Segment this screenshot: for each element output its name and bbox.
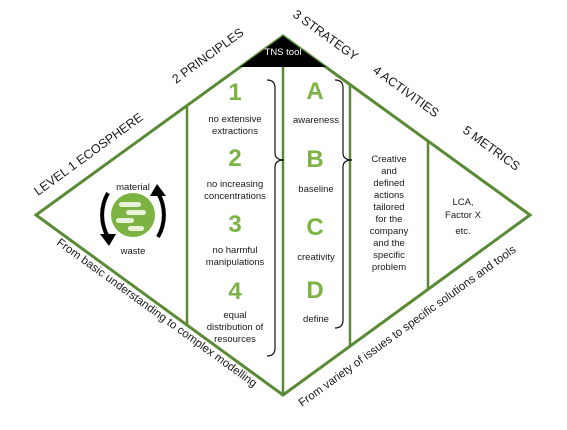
activities-text: company (370, 226, 409, 237)
strategy-label: creativity (297, 252, 335, 263)
metrics-text: etc. (455, 226, 470, 237)
activities-text: for the (376, 214, 403, 225)
strategy-bracket (334, 79, 353, 329)
principle-text: no increasing (207, 179, 264, 190)
cycle-arrow-left-head (100, 234, 116, 246)
principle-text: equal (223, 310, 246, 321)
ecosphere-material: material (116, 182, 150, 193)
level-5-heading: 5 METRICS (460, 123, 522, 174)
principle-text: distribution of (207, 322, 264, 333)
activities-text: actions (374, 190, 404, 201)
strategy-label: baseline (298, 184, 333, 195)
level-2-heading: 2 PRINCIPLES (170, 25, 247, 86)
metrics-text: Factor X (445, 210, 482, 221)
principle-text: extractions (212, 126, 258, 137)
principle-number: 3 (228, 211, 241, 238)
strategy-label: define (303, 314, 329, 325)
principle-number: 4 (228, 278, 242, 305)
activities-text: problem (372, 262, 406, 273)
principle-text: manipulations (206, 257, 265, 268)
bottom-right-caption: From variety of issues to specific solut… (297, 244, 519, 410)
planet-land (116, 202, 146, 231)
principle-number: 2 (228, 145, 241, 172)
principle-text: resources (214, 334, 256, 345)
activities-text: defined (373, 178, 404, 189)
activities-text: tailored (373, 202, 404, 213)
cycle-arrow-right-head (150, 184, 166, 196)
metrics-text: LCA, (452, 197, 473, 208)
principles-bracket (266, 79, 285, 357)
activities-text: and (381, 166, 397, 177)
cycle-arrow-left (100, 192, 110, 238)
principle-number: 1 (228, 79, 241, 106)
principle-text: no harmful (213, 245, 258, 256)
strategy-letter: D (306, 277, 323, 304)
cycle-arrow-right (156, 192, 166, 238)
strategy-letter: B (306, 146, 323, 173)
tns-tool-label: TNS tool (265, 47, 302, 58)
ecosphere-cycle (100, 184, 166, 246)
strategy-letter: A (306, 78, 323, 105)
strategy-letter: C (306, 214, 323, 241)
activities-text: Creative (371, 154, 406, 165)
ecosphere-waste: waste (120, 246, 146, 257)
tns-tool-cap (240, 36, 326, 67)
level-4-heading: 4 ACTIVITIES (370, 63, 441, 120)
principle-text: no extensive (208, 114, 261, 125)
principle-text: concentrations (204, 191, 266, 202)
activities-text: specific (373, 250, 405, 261)
activities-text: and the (373, 238, 405, 249)
strategy-label: awareness (293, 115, 339, 126)
